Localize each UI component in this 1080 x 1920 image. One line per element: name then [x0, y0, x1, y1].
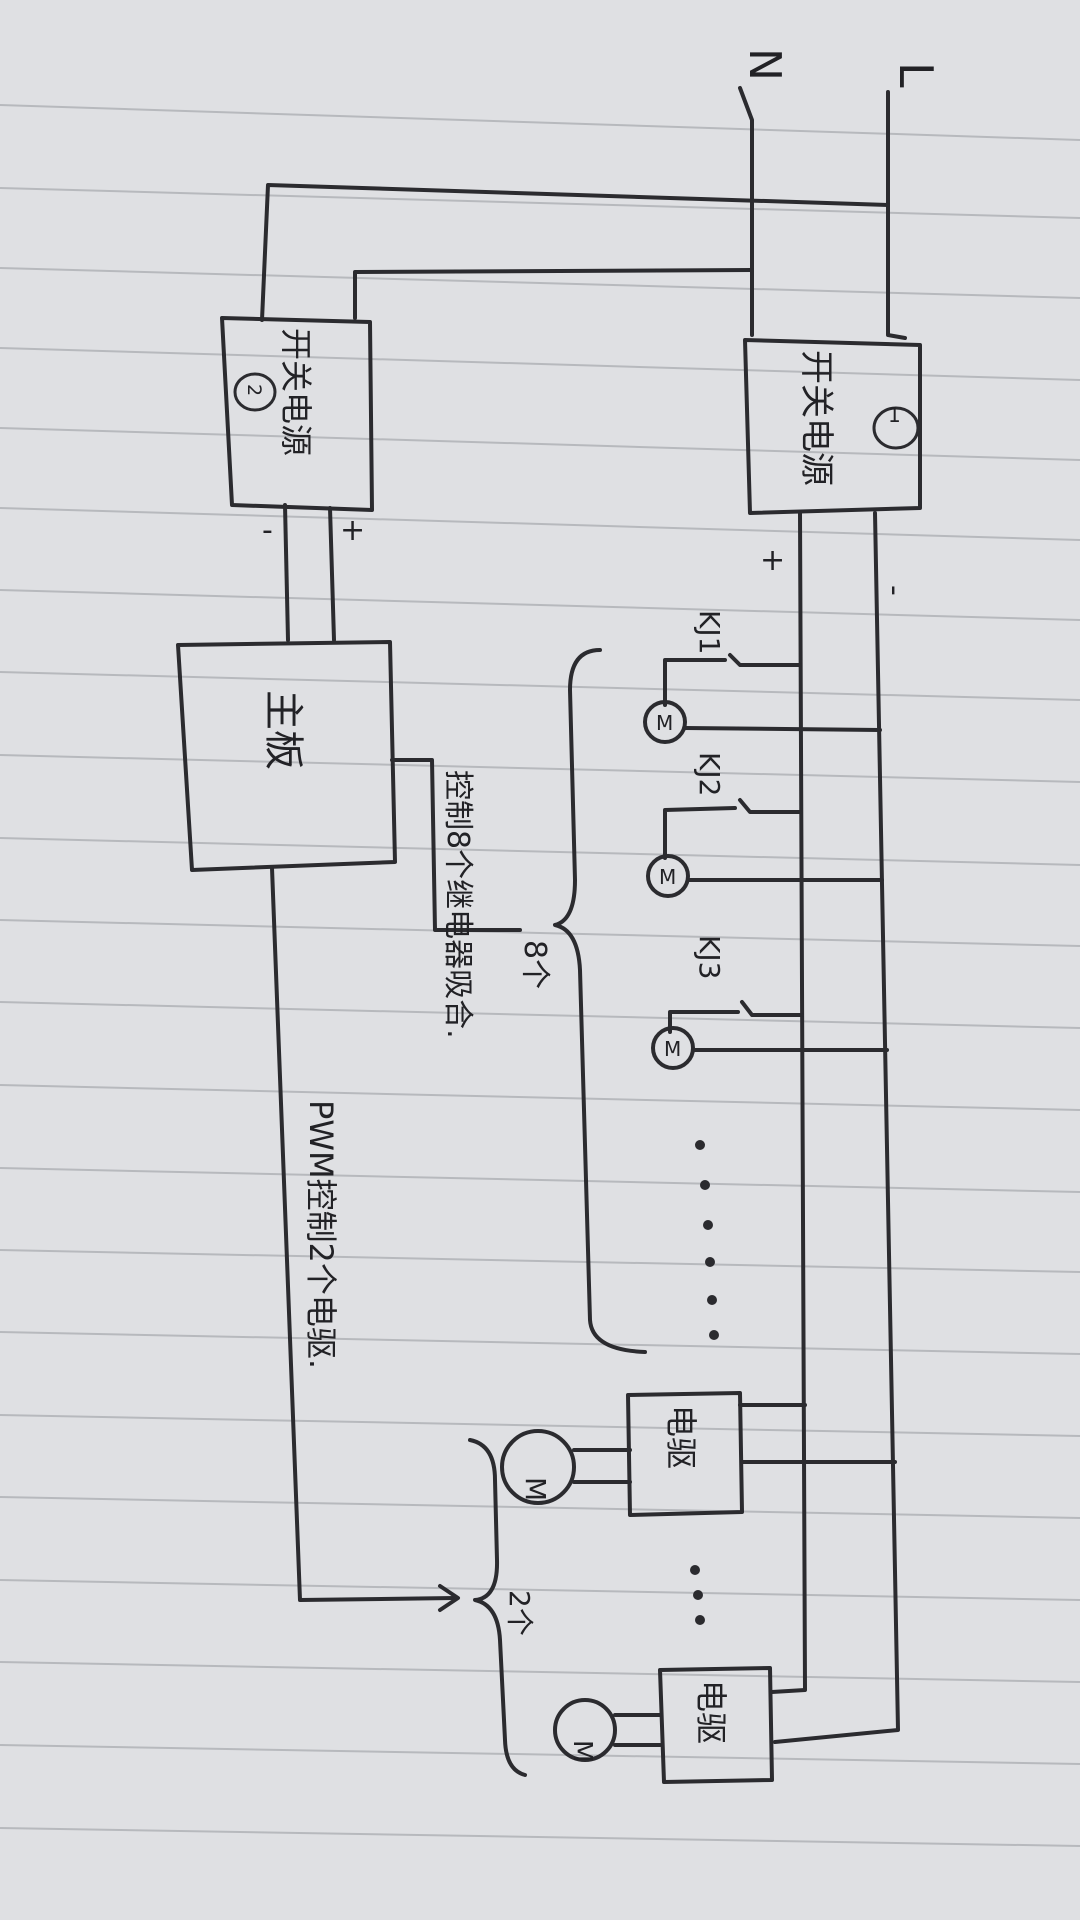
psu-1-minus: -	[877, 585, 912, 596]
relay-branch-1: M KJ1	[643, 610, 882, 744]
relay-note: 控制8个继电器吸合.	[440, 770, 475, 1039]
driver-count: 2个	[503, 1590, 536, 1636]
psu-1: 1 开关电源	[743, 338, 922, 515]
svg-text:M: M	[656, 711, 673, 735]
relay-group-brace	[553, 648, 647, 1354]
mainboard: 主板	[176, 640, 397, 872]
relay-label-3: KJ3	[693, 935, 726, 979]
notebook-rules	[0, 104, 1080, 1847]
neutral-label: N	[739, 48, 790, 81]
psu-2-number: 2	[243, 384, 265, 396]
psu-1-number: 1	[888, 403, 901, 427]
psu-2: 2 开关电源	[220, 316, 374, 512]
live-label: L	[889, 62, 943, 88]
mainboard-label: 主板	[260, 690, 306, 770]
psu-2-plus: +	[340, 513, 365, 548]
psu-1-plus: +	[760, 543, 785, 578]
driver-group-brace	[468, 1438, 527, 1777]
driver-1: 电驱 M	[500, 1391, 897, 1517]
svg-text:M: M	[664, 1037, 681, 1061]
dc-bus: + -	[760, 511, 912, 1744]
driver-ellipsis	[690, 1565, 705, 1625]
svg-text:M: M	[659, 865, 676, 889]
svg-text:M: M	[519, 1477, 552, 1501]
psu-1-label: 开关电源	[796, 350, 836, 486]
relay-label-2: KJ2	[693, 752, 726, 796]
psu-2-label: 开关电源	[277, 328, 315, 456]
relay-label-1: KJ1	[693, 610, 726, 654]
relay-branch-2: M KJ2	[646, 752, 884, 898]
driver-1-label: 电驱	[662, 1405, 700, 1469]
relay-count: 8个	[517, 940, 552, 989]
driver-2-label: 电驱	[692, 1680, 730, 1744]
driver-2: 电驱 M	[553, 1666, 774, 1784]
pwm-note: PWM控制2个电驱.	[302, 1100, 340, 1369]
svg-text:M: M	[567, 1740, 597, 1762]
relay-ellipsis	[695, 1140, 719, 1340]
relay-branch-3: M KJ3	[651, 935, 889, 1070]
psu-2-minus: -	[262, 513, 273, 548]
mains-wiring	[260, 86, 907, 340]
